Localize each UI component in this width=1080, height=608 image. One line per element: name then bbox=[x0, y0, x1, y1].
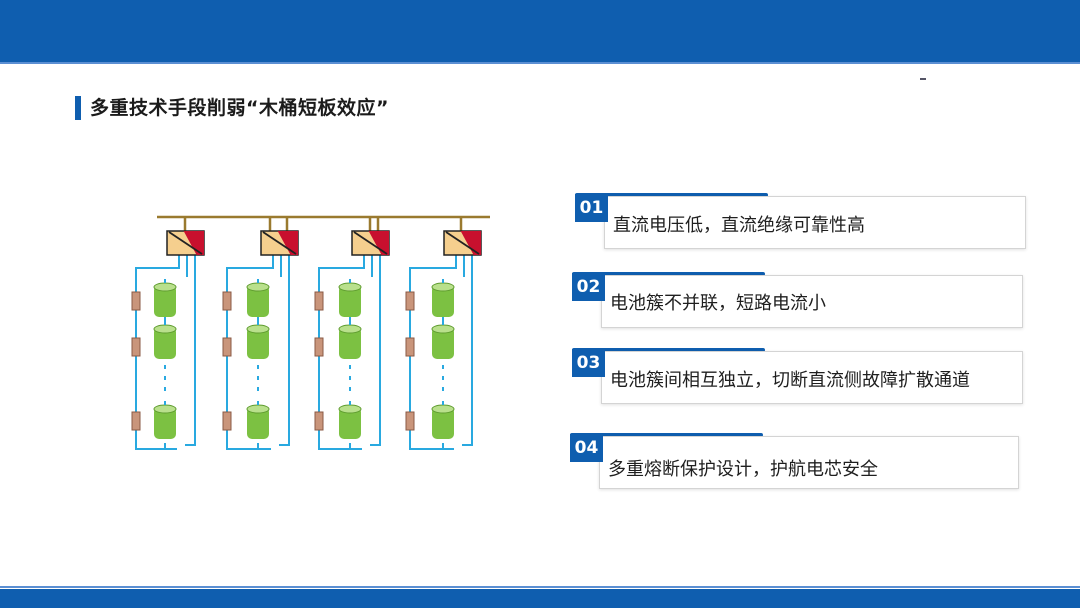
battery-cell-icon bbox=[431, 324, 455, 334]
battery-cell-icon bbox=[153, 282, 177, 292]
footer-separator bbox=[0, 586, 1080, 588]
battery-cell-icon bbox=[339, 327, 361, 359]
battery-cell-icon bbox=[247, 327, 269, 359]
dc-dc-converter-icon bbox=[183, 231, 204, 255]
fuse-icon bbox=[131, 291, 141, 311]
battery-cell-icon bbox=[154, 407, 176, 439]
fuse-icon bbox=[222, 411, 232, 431]
battery-cell-icon bbox=[339, 285, 361, 317]
feature-box: 电池簇不并联，短路电流小 bbox=[601, 275, 1023, 328]
dc-bus-line bbox=[157, 215, 490, 231]
dc-dc-converter-icon bbox=[277, 231, 298, 255]
battery-cell-icon bbox=[431, 404, 455, 414]
fuse-icon bbox=[405, 411, 415, 431]
feature-number: 02 bbox=[572, 273, 605, 301]
cluster-wire bbox=[409, 255, 457, 450]
feature-box: 直流电压低，直流绝缘可靠性高 bbox=[604, 196, 1026, 249]
dc-dc-converter-icon bbox=[353, 231, 388, 255]
fuse-icon bbox=[314, 337, 324, 357]
cluster-wire bbox=[226, 255, 274, 450]
battery-cell-icon bbox=[153, 324, 177, 334]
battery-cell-icon bbox=[246, 324, 270, 334]
feature-box: 多重熔断保护设计，护航电芯安全 bbox=[599, 436, 1019, 489]
feature-number: 01 bbox=[575, 194, 608, 222]
fuse-icon bbox=[131, 411, 141, 431]
cluster-wire bbox=[135, 255, 180, 450]
battery-cell-icon bbox=[338, 282, 362, 292]
battery-cell-icon bbox=[154, 285, 176, 317]
fuse-icon bbox=[222, 337, 232, 357]
dc-dc-converter-icon bbox=[168, 231, 203, 255]
battery-cell-icon bbox=[339, 407, 361, 439]
fuse-icon bbox=[405, 291, 415, 311]
fuse-icon bbox=[222, 291, 232, 311]
battery-cell-icon bbox=[338, 404, 362, 414]
battery-cell-icon bbox=[432, 407, 454, 439]
dc-dc-converter-icon bbox=[262, 231, 297, 255]
cluster-wire bbox=[318, 255, 365, 450]
feature-accent bbox=[572, 348, 765, 352]
dc-dc-converter-icon bbox=[368, 231, 389, 255]
decor-tick bbox=[920, 78, 926, 80]
battery-cell-icon bbox=[432, 285, 454, 317]
dc-dc-converter-icon bbox=[460, 231, 481, 255]
feature-accent bbox=[575, 193, 768, 197]
page-title: 多重技术手段削弱“木桶短板效应” bbox=[90, 97, 389, 119]
battery-cell-icon bbox=[431, 282, 455, 292]
cluster-wire bbox=[279, 255, 290, 446]
feature-number: 04 bbox=[570, 434, 603, 462]
fuse-icon bbox=[314, 291, 324, 311]
feature-text: 电池簇间相互独立，切断直流侧故障扩散通道 bbox=[610, 370, 970, 391]
fuse-icon bbox=[405, 337, 415, 357]
header-separator bbox=[0, 62, 1080, 64]
title-accent-bar bbox=[75, 96, 81, 120]
cluster-wire bbox=[462, 255, 473, 446]
cluster-wire bbox=[185, 255, 196, 446]
feature-box: 电池簇间相互独立，切断直流侧故障扩散通道 bbox=[601, 351, 1023, 404]
feature-text: 多重熔断保护设计，护航电芯安全 bbox=[608, 459, 878, 480]
feature-text: 直流电压低，直流绝缘可靠性高 bbox=[613, 215, 865, 236]
footer-band bbox=[0, 589, 1080, 608]
dc-dc-converter-icon bbox=[445, 231, 480, 255]
header-band bbox=[0, 0, 1080, 62]
fuse-icon bbox=[314, 411, 324, 431]
battery-cell-icon bbox=[246, 404, 270, 414]
feature-text: 电池簇不并联，短路电流小 bbox=[610, 293, 826, 314]
feature-accent bbox=[570, 433, 763, 437]
battery-cell-icon bbox=[246, 282, 270, 292]
feature-accent bbox=[572, 272, 765, 276]
fuse-icon bbox=[131, 337, 141, 357]
battery-cell-icon bbox=[247, 285, 269, 317]
battery-cell-icon bbox=[154, 327, 176, 359]
battery-cell-icon bbox=[338, 324, 362, 334]
cluster-wire bbox=[370, 255, 381, 446]
battery-cell-icon bbox=[153, 404, 177, 414]
battery-cell-icon bbox=[432, 327, 454, 359]
battery-cell-icon bbox=[247, 407, 269, 439]
feature-number: 03 bbox=[572, 349, 605, 377]
